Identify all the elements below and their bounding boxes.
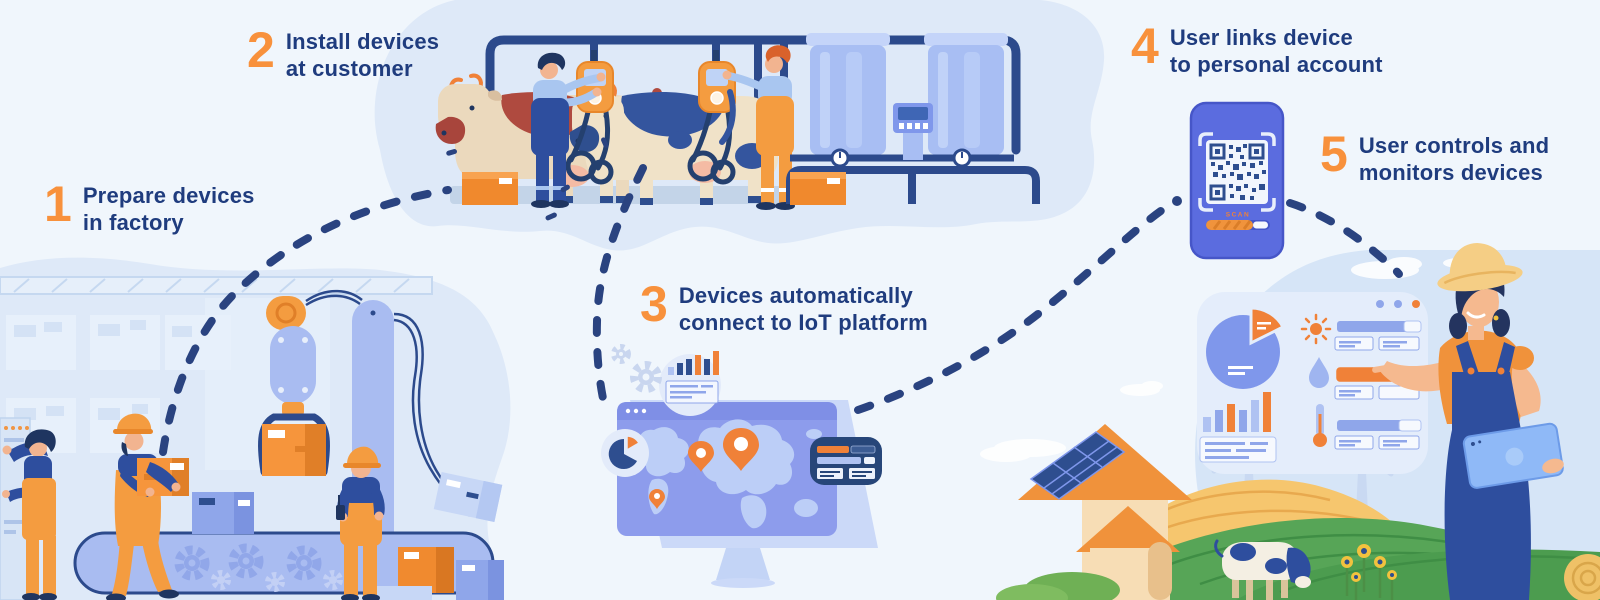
farm-scene (996, 243, 1600, 600)
factory-worker-left (2, 429, 57, 600)
factory-ceiling (0, 276, 433, 295)
tablet (1462, 422, 1564, 489)
gauge-icon (830, 148, 972, 168)
connector-3-4 (854, 202, 1172, 414)
phone: SCAN (1189, 101, 1285, 260)
conveyor-box (192, 471, 503, 534)
bar-chart-icon (1199, 392, 1277, 463)
water-drop-icon (1309, 357, 1329, 388)
scan-label: SCAN (1226, 212, 1250, 219)
farmer-hat (1437, 243, 1523, 292)
specks (446, 137, 609, 221)
step-3-number: 3 (640, 276, 668, 332)
milk-tank (806, 33, 890, 155)
farmer (1372, 243, 1564, 600)
warehouse-shelves (6, 298, 330, 470)
factory-worker-radio (336, 446, 385, 600)
box-in-claw (262, 424, 326, 476)
bar-chart-icon (659, 351, 721, 416)
farmer-pointing-arm (1380, 361, 1450, 392)
iot-platform-scene (601, 344, 882, 588)
connector-end-dot (1172, 196, 1182, 206)
solar-panel (1029, 431, 1126, 500)
dashboard-panel (1197, 292, 1428, 474)
device-box (462, 172, 846, 205)
farmer-hip-arm (1511, 358, 1541, 417)
scan-progress-bar (1206, 220, 1270, 230)
gear-icon (174, 543, 343, 592)
monitor-stand (716, 548, 770, 580)
cow-red-head (435, 73, 502, 144)
device-status-card (810, 437, 882, 485)
connector-1-2 (159, 186, 452, 456)
step-2-number: 2 (247, 22, 275, 78)
step-5-number: 5 (1320, 126, 1348, 182)
robot-arm (258, 296, 330, 476)
barn-worker-orange (719, 45, 795, 210)
grazing-cow (1214, 539, 1311, 600)
farmhouse (996, 424, 1192, 600)
connector-paths (159, 164, 1403, 456)
dashboard-row (1334, 320, 1422, 351)
step-4-number: 4 (1131, 18, 1159, 74)
milking-device (687, 50, 736, 185)
hay-bale (1564, 554, 1600, 600)
factory-scene (0, 276, 504, 600)
factory-worker-carrying (106, 413, 189, 600)
dashboard-row (1334, 419, 1422, 450)
connector-2-3 (592, 164, 647, 416)
step-1-number: 1 (44, 176, 72, 232)
sunflowers (1341, 544, 1397, 600)
pie-chart-icon (601, 429, 649, 477)
thermometer-icon (1313, 404, 1327, 447)
location-pin-icon (649, 428, 759, 509)
qr-code-icon (1198, 132, 1276, 212)
browser-window (617, 402, 837, 536)
sun-icon (1300, 313, 1332, 345)
gear-icon (611, 344, 662, 393)
pie-chart-icon (1206, 306, 1286, 389)
barn-scene (435, 33, 1040, 221)
box-stack (376, 547, 504, 600)
conveyor-belt (73, 531, 495, 595)
tank-control-unit (893, 103, 933, 160)
connector-4-5 (1286, 199, 1403, 278)
milk-tank (924, 33, 1008, 155)
